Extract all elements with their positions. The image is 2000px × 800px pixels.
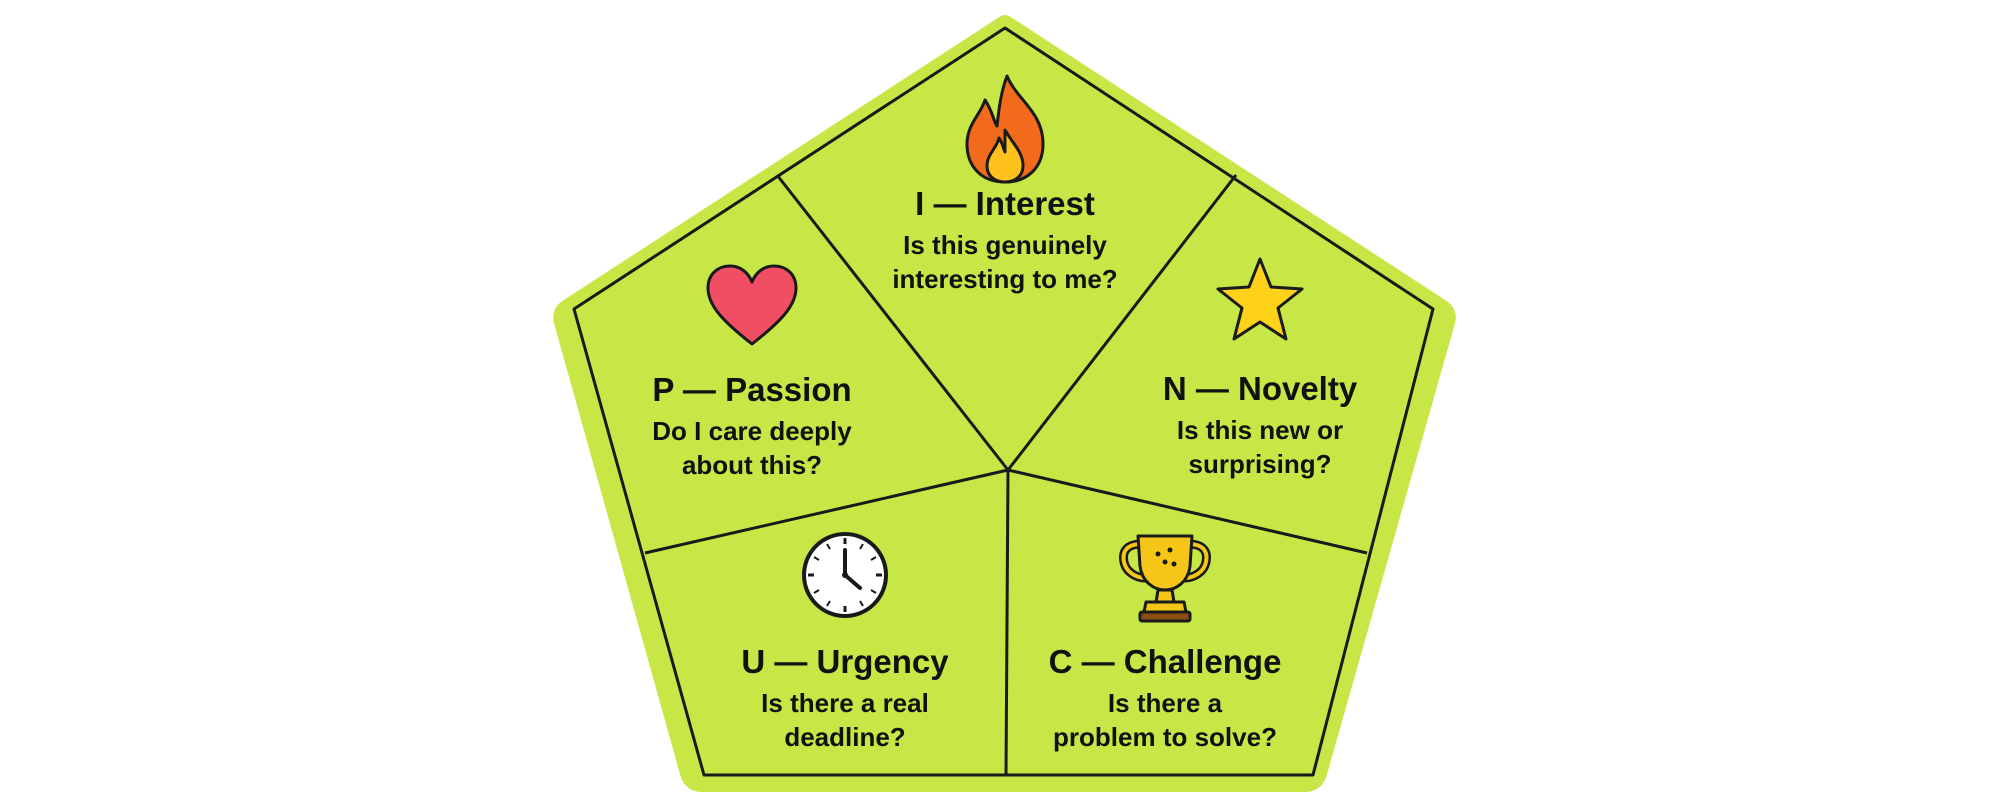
interest-title: I — Interest bbox=[915, 185, 1095, 222]
clock-icon bbox=[802, 532, 888, 618]
section-urgency: U — Urgency Is there a real deadline? bbox=[700, 530, 990, 754]
interest-question: Is this genuinely interesting to me? bbox=[892, 230, 1118, 294]
challenge-question: Is there a problem to solve? bbox=[1053, 688, 1277, 752]
novelty-question: Is this new or surprising? bbox=[1176, 415, 1344, 479]
section-passion: P — Passion Do I care deeply about this? bbox=[612, 262, 892, 482]
divider-passion-urgency bbox=[644, 468, 1009, 555]
divider-interest-novelty bbox=[1006, 174, 1238, 471]
divider-passion-interest bbox=[775, 174, 1010, 471]
passion-title: P — Passion bbox=[652, 371, 852, 408]
fire-icon bbox=[965, 74, 1045, 184]
section-interest: I — Interest Is this genuinely interesti… bbox=[855, 72, 1155, 296]
section-novelty: N — Novelty Is this new or surprising? bbox=[1125, 255, 1395, 481]
novelty-title: N — Novelty bbox=[1162, 370, 1358, 407]
pentagon-outline bbox=[572, 26, 1435, 777]
urgency-question: Is there a real deadline? bbox=[761, 688, 929, 752]
section-challenge: C — Challenge Is there a problem to solv… bbox=[1005, 530, 1325, 754]
trophy-icon bbox=[1119, 534, 1211, 623]
challenge-title: C — Challenge bbox=[1048, 643, 1282, 680]
urgency-title: U — Urgency bbox=[741, 643, 949, 680]
divider-urgency-challenge bbox=[1004, 469, 1010, 776]
passion-question: Do I care deeply about this? bbox=[652, 416, 852, 480]
star-icon bbox=[1216, 257, 1304, 341]
heart-icon bbox=[706, 264, 798, 346]
divider-novelty-challenge bbox=[1007, 468, 1368, 555]
